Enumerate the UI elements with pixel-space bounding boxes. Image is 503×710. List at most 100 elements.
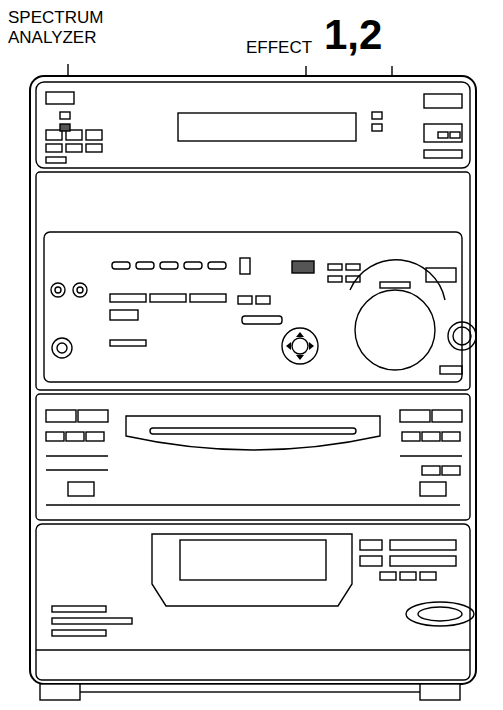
cassette-deck-part <box>68 482 94 496</box>
tuner-unit-part <box>372 112 382 119</box>
cd-player-part <box>390 556 456 566</box>
cassette-deck-part <box>86 432 104 441</box>
volume-knob-part <box>355 290 435 370</box>
tuner-unit-part <box>372 124 382 131</box>
tuner-unit-part <box>438 132 448 138</box>
cassette-deck-part <box>442 466 460 475</box>
amplifier-unit-part <box>52 338 72 358</box>
amplifier-unit-part <box>73 283 87 297</box>
amplifier-unit-part <box>77 287 83 293</box>
cassette-deck <box>36 394 470 520</box>
cassette-deck-part <box>78 410 108 422</box>
button-row-part <box>190 294 226 302</box>
button-row-part <box>328 276 342 282</box>
callout-label: EFFECT <box>246 38 312 58</box>
cd-player-part <box>360 556 382 566</box>
cassette-deck-part <box>400 455 462 456</box>
jog-dial-part <box>286 332 314 360</box>
amplifier-unit-part <box>448 322 476 350</box>
cd-player-part <box>152 534 352 606</box>
housing <box>30 76 476 700</box>
cd-player-part <box>420 572 436 580</box>
volume-knob-part <box>350 260 445 300</box>
cassette-deck-part <box>36 394 470 520</box>
housing-part <box>30 76 476 684</box>
button-row <box>110 258 360 324</box>
cd-player-part <box>52 618 132 624</box>
callout-number: 1,2 <box>324 14 382 56</box>
amplifier-unit-part <box>110 340 146 346</box>
cassette-deck-part <box>420 482 446 496</box>
button-row-part <box>242 316 282 324</box>
button-row-part <box>110 294 146 302</box>
cd-player-part <box>36 524 470 680</box>
cd-player-part <box>418 607 462 621</box>
jog-dial-part <box>292 338 308 354</box>
button-row-part <box>184 262 202 269</box>
amplifier-unit-part <box>55 287 61 293</box>
cassette-deck-part <box>46 504 460 505</box>
amplifier-unit-part <box>51 283 65 297</box>
button-row-part <box>150 294 186 302</box>
button-row-part <box>256 296 270 304</box>
button-row-part <box>240 258 250 274</box>
tuner-unit-part <box>46 144 62 152</box>
jog-dial-part <box>282 328 318 364</box>
amplifier-unit-part <box>57 343 67 353</box>
volume-knob <box>350 260 445 370</box>
tuner-unit-part <box>424 124 462 142</box>
cassette-deck-part <box>46 410 76 422</box>
amplifier-unit-part <box>44 232 462 382</box>
button-row-part <box>208 262 226 269</box>
cassette-deck-part <box>66 432 84 441</box>
cassette-deck-part <box>400 410 430 422</box>
amplifier-unit-part <box>426 268 456 282</box>
button-row-part <box>328 264 342 270</box>
button-row-part <box>110 310 138 320</box>
cassette-deck-part <box>46 455 108 456</box>
housing-part <box>420 684 460 700</box>
button-row-part <box>112 262 130 269</box>
amplifier-unit-part <box>36 172 470 390</box>
cd-player-part <box>36 649 470 650</box>
cd-player <box>36 524 474 680</box>
cassette-deck-part <box>46 432 64 441</box>
tuner-unit-part <box>46 157 66 163</box>
cd-player-part <box>180 540 326 580</box>
cassette-deck-part <box>422 466 440 475</box>
tuner-unit-part <box>178 113 356 141</box>
cd-player-part <box>360 540 382 550</box>
button-row-part <box>292 261 314 273</box>
cassette-deck-part <box>150 428 356 434</box>
tuner-unit-part <box>424 94 462 108</box>
cassette-deck-part <box>442 432 460 441</box>
tuner-unit-part <box>86 144 102 152</box>
button-row-part <box>346 264 360 270</box>
tuner-unit-part <box>60 112 70 119</box>
cassette-deck-part <box>402 432 420 441</box>
cd-player-part <box>380 572 396 580</box>
tuner-unit-part <box>424 150 462 158</box>
cd-player-part <box>406 602 474 626</box>
cassette-deck-part <box>422 432 440 441</box>
tuner-unit-part <box>86 130 102 140</box>
housing-part <box>40 684 80 700</box>
jog-dial <box>282 328 318 364</box>
tuner-unit <box>36 82 470 168</box>
cassette-deck-part <box>126 416 380 450</box>
tuner-unit-part <box>66 144 82 152</box>
button-row-part <box>238 296 252 304</box>
cd-player-part <box>52 630 106 636</box>
button-row-part <box>160 262 178 269</box>
tuner-unit-part <box>450 132 460 138</box>
button-row-part <box>136 262 154 269</box>
tuner-unit-part <box>60 124 70 131</box>
amplifier-unit-part <box>453 327 471 345</box>
housing-part <box>60 684 440 692</box>
tuner-unit-part <box>36 82 470 168</box>
volume-knob-part <box>380 282 410 288</box>
amplifier-unit <box>36 172 476 390</box>
cassette-deck-part <box>432 410 462 422</box>
